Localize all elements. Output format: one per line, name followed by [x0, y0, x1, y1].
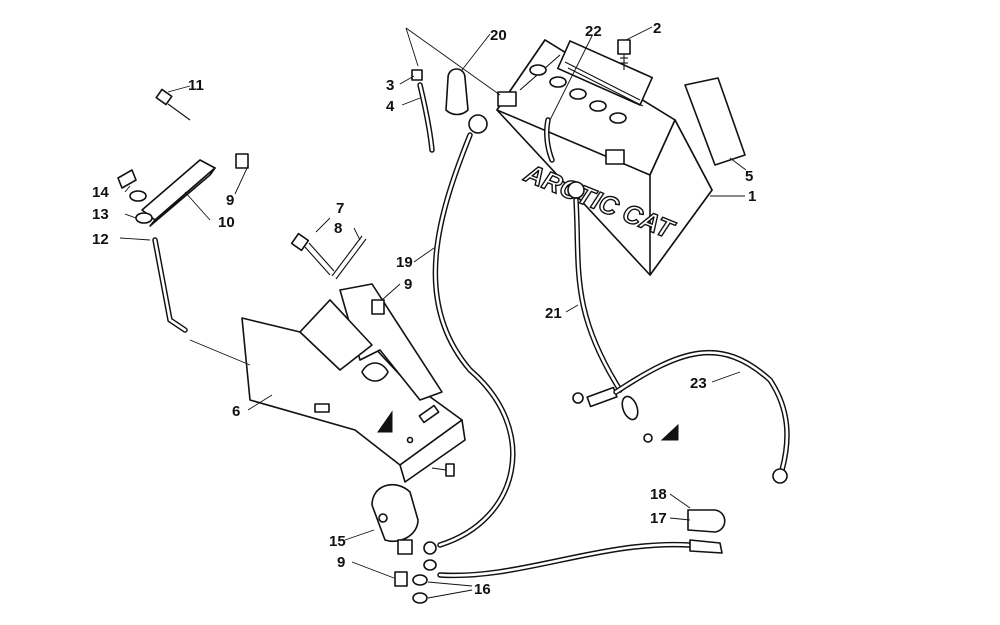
- nut-9-upper: [371, 299, 385, 315]
- callout-9-left: 9: [226, 192, 234, 209]
- vent-cap: [445, 68, 469, 116]
- hold-down-strap: [141, 159, 216, 227]
- callout-10: 10: [218, 214, 235, 231]
- callout-20: 20: [490, 27, 507, 44]
- callout-5: 5: [745, 168, 753, 185]
- starter-solenoid: [371, 483, 419, 555]
- callout-21: 21: [545, 305, 562, 322]
- bracket-screw: [431, 463, 455, 477]
- callout-19: 19: [396, 254, 413, 271]
- callout-9-upper: 9: [404, 276, 412, 293]
- positive-terminal: [605, 149, 625, 165]
- reference-marker: [660, 423, 679, 441]
- battery-bracket: [241, 283, 466, 483]
- nut-16a: [412, 574, 428, 586]
- vent-hose: [411, 69, 435, 153]
- callout-2: 2: [653, 20, 661, 37]
- bolt: [290, 232, 335, 276]
- washer: [135, 212, 153, 224]
- nut-9-left: [235, 153, 249, 169]
- battery-pad: [684, 77, 746, 166]
- callout-6: 6: [232, 403, 240, 420]
- callout-3: 3: [386, 77, 394, 94]
- callout-18: 18: [650, 486, 667, 503]
- callout-14: 14: [92, 184, 109, 201]
- callout-13: 13: [92, 206, 109, 223]
- leader-lines: [119, 26, 747, 599]
- negative-terminal: [497, 91, 517, 107]
- callout-labels: 1 2 3 4 5 6 7 8 9 9 9 10 11 12 13 14 15 …: [92, 20, 756, 598]
- terminal-boot: [687, 509, 726, 533]
- small-nut: [643, 433, 653, 443]
- callout-16: 16: [474, 581, 491, 598]
- starter-cable: [572, 349, 790, 484]
- nut-9-lower: [394, 571, 408, 587]
- strap-bolt: [155, 88, 191, 121]
- callout-12: 12: [92, 231, 109, 248]
- battery: ARCTIC CAT: [496, 39, 713, 276]
- callout-15: 15: [329, 533, 346, 550]
- callout-8: 8: [334, 220, 342, 237]
- callout-4: 4: [386, 98, 395, 115]
- j-bolt: [152, 237, 188, 333]
- positive-cable-short: [567, 181, 639, 421]
- callout-1: 1: [748, 188, 756, 205]
- terminal-screw: [617, 39, 631, 70]
- callout-9-lower: 9: [337, 554, 345, 571]
- callout-7: 7: [336, 200, 344, 217]
- callout-17: 17: [650, 510, 667, 527]
- solenoid-cable: [437, 509, 726, 579]
- nut-16b: [412, 592, 428, 604]
- battery-vent-caps: [529, 64, 627, 124]
- rod: [331, 235, 367, 280]
- callout-11: 11: [188, 77, 204, 94]
- callout-22: 22: [585, 23, 602, 40]
- wing-nut: [117, 169, 147, 202]
- negative-cable: [423, 114, 516, 555]
- terminal-nut: [423, 559, 437, 571]
- callout-23: 23: [690, 375, 707, 392]
